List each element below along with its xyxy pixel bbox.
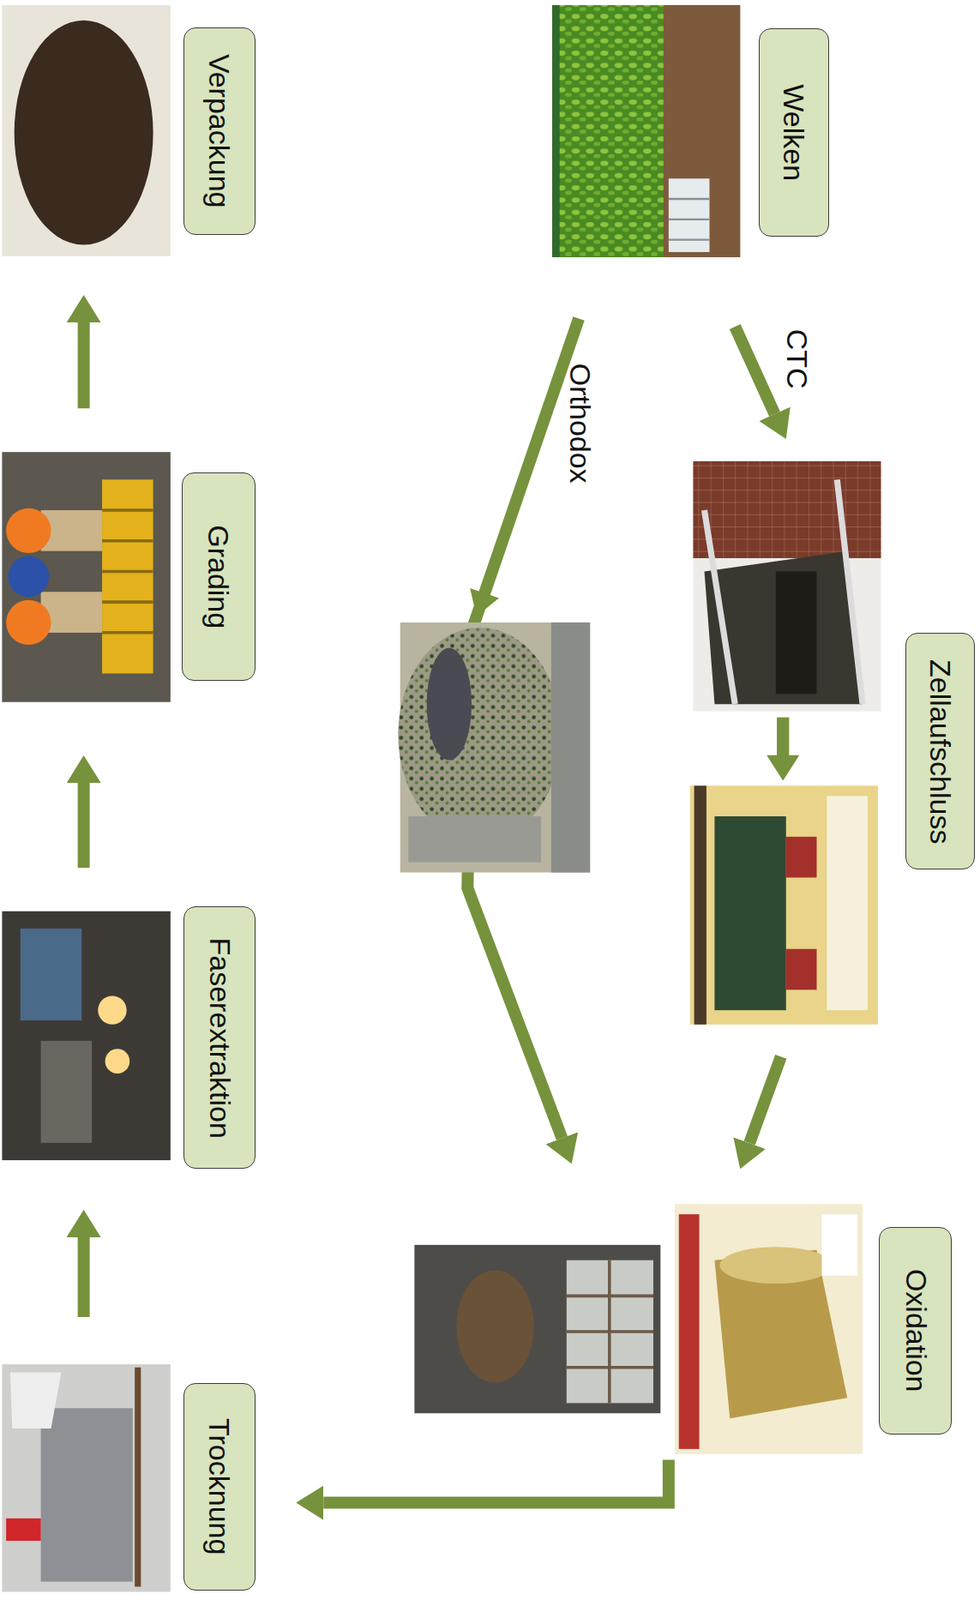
stage-group: Grading: [1, 451, 255, 703]
hood: [10, 1372, 62, 1429]
stage-name: Oxidation: [899, 1268, 932, 1393]
stage-name: Trocknung: [203, 1418, 235, 1555]
flow-arrow: [78, 322, 91, 409]
bucket: [6, 508, 51, 554]
window: [566, 1260, 654, 1404]
photo-ground: [1, 911, 170, 1161]
stage-group: Verpackung: [1, 5, 255, 257]
oxidation-drum-photo: [674, 1203, 863, 1455]
arrow-head: [766, 755, 800, 782]
floor-edge: [694, 785, 707, 1024]
wooden-wall: [663, 5, 740, 258]
photo-ground: [552, 5, 740, 258]
grading-photo: [1, 451, 170, 703]
ctc-machine-photo: [692, 461, 881, 712]
edge-label: Orthodox: [564, 363, 596, 484]
arrow-head: [469, 588, 500, 617]
motor: [786, 836, 818, 878]
stage-group: Welken: [552, 5, 830, 258]
stage-group: Trocknung: [1, 1364, 255, 1594]
small-arrow: [766, 717, 800, 782]
stage-label: Trocknung: [183, 1382, 255, 1591]
flow-arrow: [78, 782, 91, 868]
photo-ground: [1, 451, 170, 703]
red-frame: [679, 1214, 700, 1449]
drum-opening: [719, 1246, 832, 1284]
photo-ground: [692, 461, 881, 712]
metal-rim: [551, 622, 590, 873]
stage-label: Welken: [758, 28, 830, 237]
stage-group: Zellaufschluss: [690, 461, 975, 1025]
metal-arm: [408, 816, 542, 863]
window: [821, 1214, 858, 1275]
rolling-table-photo: [397, 622, 590, 873]
stage-name: Faserextraktion: [203, 937, 235, 1138]
rolling-table: [397, 627, 562, 842]
tea-in-sack: [14, 20, 154, 246]
packing-photo: [1, 5, 170, 257]
stage-label: Faserextraktion: [183, 906, 255, 1169]
rotorvane-photo: [690, 785, 878, 1024]
flow-arrow: [78, 1237, 91, 1317]
stage-name: Grading: [202, 524, 235, 629]
machine-body: [704, 551, 864, 705]
photo-ground: [674, 1203, 863, 1455]
stage-name: Zellaufschluss: [924, 659, 956, 844]
sack: [1, 5, 170, 257]
arrow-shaft: [776, 717, 789, 757]
flow-arrow: [323, 1460, 669, 1504]
photo-ground: [690, 785, 878, 1024]
photo-ground: [1, 1364, 170, 1592]
stage-group: Oxidation: [414, 1204, 951, 1455]
bucket: [6, 600, 51, 645]
dryer-photo: [1, 1364, 170, 1592]
red-part: [6, 1518, 41, 1541]
photo-ground: [414, 1244, 661, 1413]
press-batten: [426, 648, 472, 761]
tea-pile: [456, 1270, 534, 1383]
oxidation-floor-photo: [414, 1244, 661, 1413]
stage-label: Grading: [181, 472, 256, 681]
fibre-extractor-photo: [1, 911, 170, 1161]
tiled-wall: [692, 461, 881, 559]
flow-arrow: [734, 326, 775, 415]
lamp: [105, 1048, 131, 1074]
roller: [775, 571, 818, 694]
machine-frame: [704, 479, 864, 704]
machine-body: [20, 928, 82, 1021]
stage-name: Verpackung: [203, 54, 235, 209]
sieve-rings: [102, 510, 154, 633]
stage-label: Zellaufschluss: [905, 632, 975, 870]
flow-arrow: [749, 1056, 782, 1143]
edge-label: CTC: [780, 329, 812, 390]
withering-photo: [552, 5, 740, 258]
window-bars: [668, 198, 710, 241]
dryer-body: [41, 1407, 133, 1582]
stage-label: Oxidation: [878, 1226, 952, 1435]
trough-edge: [552, 5, 560, 258]
bucket: [8, 556, 50, 598]
stage-group: Faserextraktion: [1, 906, 255, 1169]
leaf-bed: [559, 5, 663, 258]
window-bars: [566, 1260, 654, 1404]
stage-label: Verpackung: [183, 27, 255, 235]
window: [668, 178, 710, 253]
window: [826, 795, 868, 1011]
sieve-stack: [102, 479, 154, 674]
machine-body: [41, 1040, 93, 1143]
lamp: [97, 995, 127, 1024]
beam: [134, 1367, 141, 1588]
machine-body: [714, 816, 786, 1011]
motor: [786, 949, 818, 991]
stage-name: Welken: [777, 84, 810, 181]
